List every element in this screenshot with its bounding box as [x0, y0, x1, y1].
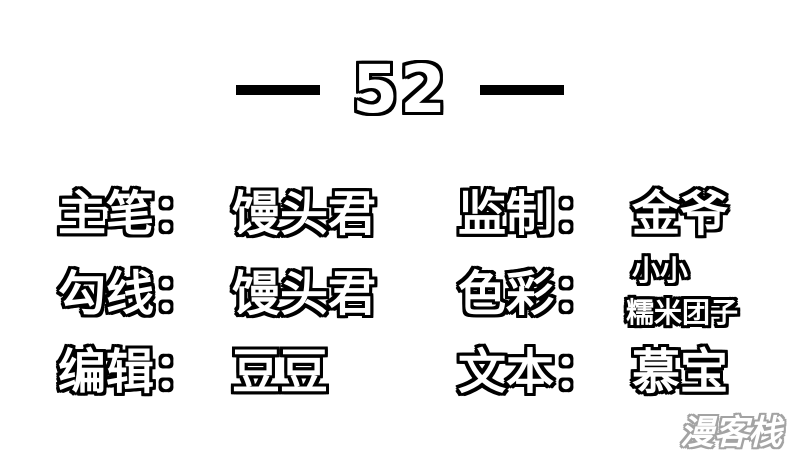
credit-label-text: 文本：	[458, 344, 603, 400]
credit-label-colorist: 色彩：	[458, 266, 603, 322]
right-dash	[479, 85, 564, 95]
credit-value-colorist-1: 小小	[632, 254, 689, 287]
credit-value-editor: 豆豆	[232, 344, 329, 400]
left-dash	[236, 85, 321, 95]
chapter-number: 52	[352, 51, 448, 128]
credit-label-main-artist: 主笔：	[58, 186, 203, 242]
chapter-header: 52	[0, 50, 800, 130]
credit-label-editor: 编辑：	[58, 344, 203, 400]
credit-value-producer: 金爷	[632, 186, 729, 242]
credit-value-text: 慕宝	[632, 344, 729, 400]
credit-value-colorist-2: 糯米团子	[626, 296, 739, 329]
credit-value-lineart: 馒头君	[232, 266, 377, 322]
credit-label-lineart: 勾线：	[58, 266, 203, 322]
credit-value-main-artist: 馒头君	[232, 186, 377, 242]
credit-label-producer: 监制：	[458, 186, 603, 242]
watermark-logo: 漫客栈	[680, 413, 782, 453]
